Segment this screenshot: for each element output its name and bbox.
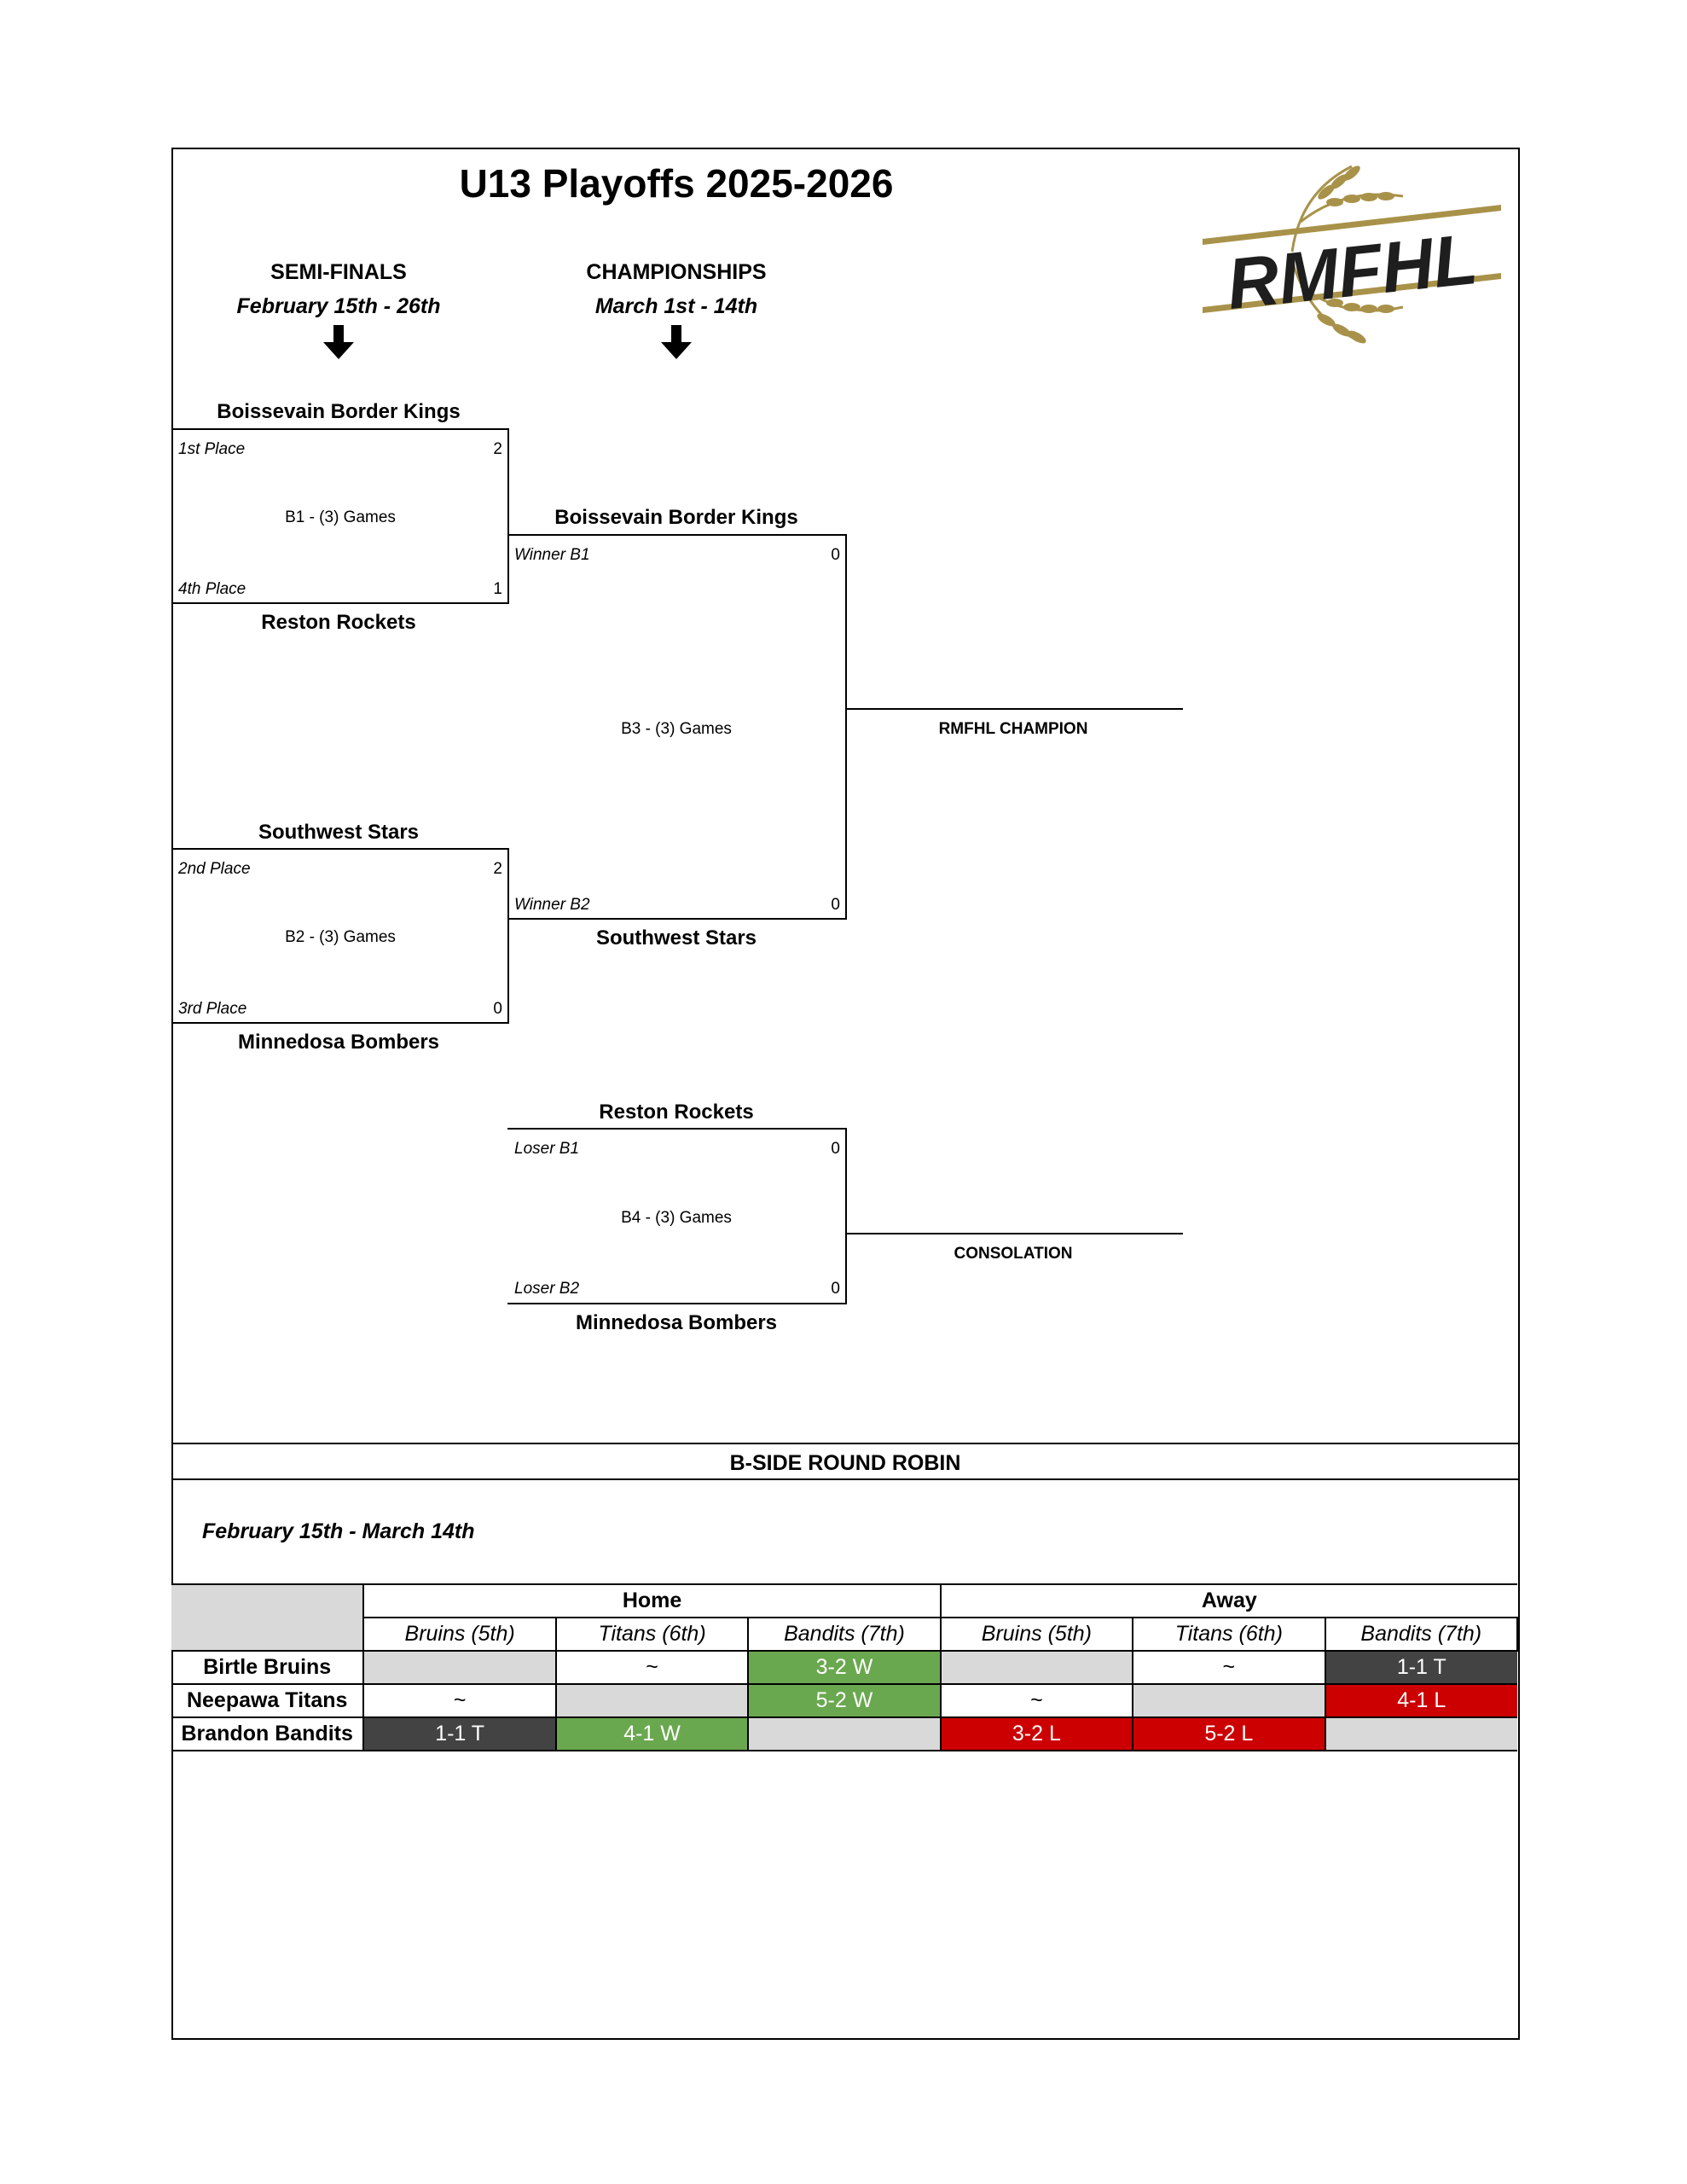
b3-bottom-team: Southwest Stars <box>595 926 757 950</box>
result-cell: 5-2 W <box>747 1683 942 1718</box>
b4-top-team: Reston Rockets <box>599 1101 754 1124</box>
consolation-label: CONSOLATION <box>954 1245 1073 1263</box>
result-cell <box>939 1650 1134 1685</box>
round-robin-header: B-SIDE ROUND ROBIN <box>171 1443 1518 1480</box>
champion-label: RMFHL CHAMPION <box>938 720 1088 738</box>
b3-top-seed: Winner B1 <box>514 546 590 564</box>
result-cell <box>362 1650 557 1685</box>
result-cell: ~ <box>1132 1650 1326 1685</box>
group-header-away: Away <box>939 1583 1517 1618</box>
result-cell <box>1132 1683 1326 1718</box>
page-title: U13 Playoffs 2025-2026 <box>459 161 894 206</box>
b3-games: B3 - (3) Games <box>621 720 732 738</box>
row-team: Neepawa Titans <box>171 1683 365 1718</box>
table-row: Neepawa Titans~5-2 W~4-1 L <box>171 1683 1517 1718</box>
b2-bottom-score: 0 <box>493 1000 502 1018</box>
b1-top-score: 2 <box>493 440 502 458</box>
row-team: Brandon Bandits <box>171 1716 365 1751</box>
result-cell <box>554 1683 750 1718</box>
result-cell: ~ <box>939 1683 1134 1718</box>
b3-bottom-seed: Winner B2 <box>514 896 590 914</box>
bracket-b1: 1st Place 2 B1 - (3) Games 4th Place 1 <box>171 428 509 604</box>
arrow-down-icon <box>661 325 692 359</box>
b2-bottom-seed: 3rd Place <box>178 1000 247 1018</box>
result-cell: ~ <box>554 1650 750 1685</box>
bracket-b2: 2nd Place 2 B2 - (3) Games 3rd Place 0 <box>171 848 509 1024</box>
column-header: Titans (6th) <box>1132 1617 1326 1652</box>
b4-bottom-score: 0 <box>831 1280 840 1298</box>
result-cell <box>1324 1716 1517 1751</box>
b1-bottom-score: 1 <box>493 580 502 598</box>
result-cell: 3-2 W <box>747 1650 942 1685</box>
bracket-b3: Winner B1 0 B3 - (3) Games Winner B2 0 <box>507 534 847 920</box>
round-label-championships: CHAMPIONSHIPS <box>586 260 767 284</box>
result-cell: 5-2 L <box>1132 1716 1326 1751</box>
bracket-b4: Loser B1 0 B4 - (3) Games Loser B2 0 <box>507 1128 847 1304</box>
round-dates-semifinals: February 15th - 26th <box>236 294 441 318</box>
group-header-home: Home <box>362 1583 942 1618</box>
round-label-semifinals: SEMI-FINALS <box>270 260 407 284</box>
column-header: Titans (6th) <box>554 1617 750 1652</box>
round-robin-dates: February 15th - March 14th <box>202 1519 475 1543</box>
column-header: Bruins (5th) <box>362 1617 557 1652</box>
b1-bottom-seed: 4th Place <box>178 580 246 598</box>
b1-bottom-team: Reston Rockets <box>261 611 416 634</box>
rmfhl-logo: RMFHL <box>1203 165 1501 344</box>
consolation-line <box>845 1233 1183 1234</box>
result-cell <box>747 1716 942 1751</box>
b3-top-team: Boissevain Border Kings <box>554 506 798 529</box>
b2-games: B2 - (3) Games <box>285 928 396 946</box>
b4-bottom-team: Minnedosa Bombers <box>575 1311 778 1334</box>
column-header: Bandits (7th) <box>747 1617 942 1652</box>
round-robin-table: Home Away Bruins (5th)Titans (6th)Bandit… <box>171 1583 1519 1751</box>
b2-top-score: 2 <box>493 860 502 878</box>
round-dates-championships: March 1st - 14th <box>594 294 758 318</box>
column-header: Bandits (7th) <box>1324 1617 1519 1652</box>
b3-bottom-score: 0 <box>831 896 840 914</box>
b1-top-team: Boissevain Border Kings <box>217 400 461 423</box>
b4-top-seed: Loser B1 <box>514 1140 580 1158</box>
b4-games: B4 - (3) Games <box>621 1209 732 1227</box>
b4-bottom-seed: Loser B2 <box>514 1280 580 1298</box>
corner-cell <box>171 1583 365 1652</box>
column-header: Bruins (5th) <box>939 1617 1134 1652</box>
result-cell: 4-1 L <box>1324 1683 1517 1718</box>
b4-top-score: 0 <box>831 1140 840 1158</box>
champion-line <box>845 708 1183 710</box>
result-cell: 3-2 L <box>939 1716 1134 1751</box>
b2-top-seed: 2nd Place <box>178 860 251 878</box>
result-cell: 1-1 T <box>1324 1650 1517 1685</box>
b2-bottom-team: Minnedosa Bombers <box>237 1031 440 1054</box>
round-robin-title: B-SIDE ROUND ROBIN <box>729 1451 961 1475</box>
b1-top-seed: 1st Place <box>178 440 246 458</box>
row-team: Birtle Bruins <box>171 1650 365 1685</box>
table-row: Birtle Bruins~3-2 W~1-1 T <box>171 1650 1517 1685</box>
arrow-down-icon <box>323 325 354 359</box>
b1-games: B1 - (3) Games <box>285 508 396 526</box>
result-cell: 1-1 T <box>362 1716 557 1751</box>
page-frame <box>171 148 1520 2040</box>
result-cell: ~ <box>362 1683 557 1718</box>
b2-top-team: Southwest Stars <box>258 821 420 844</box>
b3-top-score: 0 <box>831 546 840 564</box>
result-cell: 4-1 W <box>554 1716 750 1751</box>
